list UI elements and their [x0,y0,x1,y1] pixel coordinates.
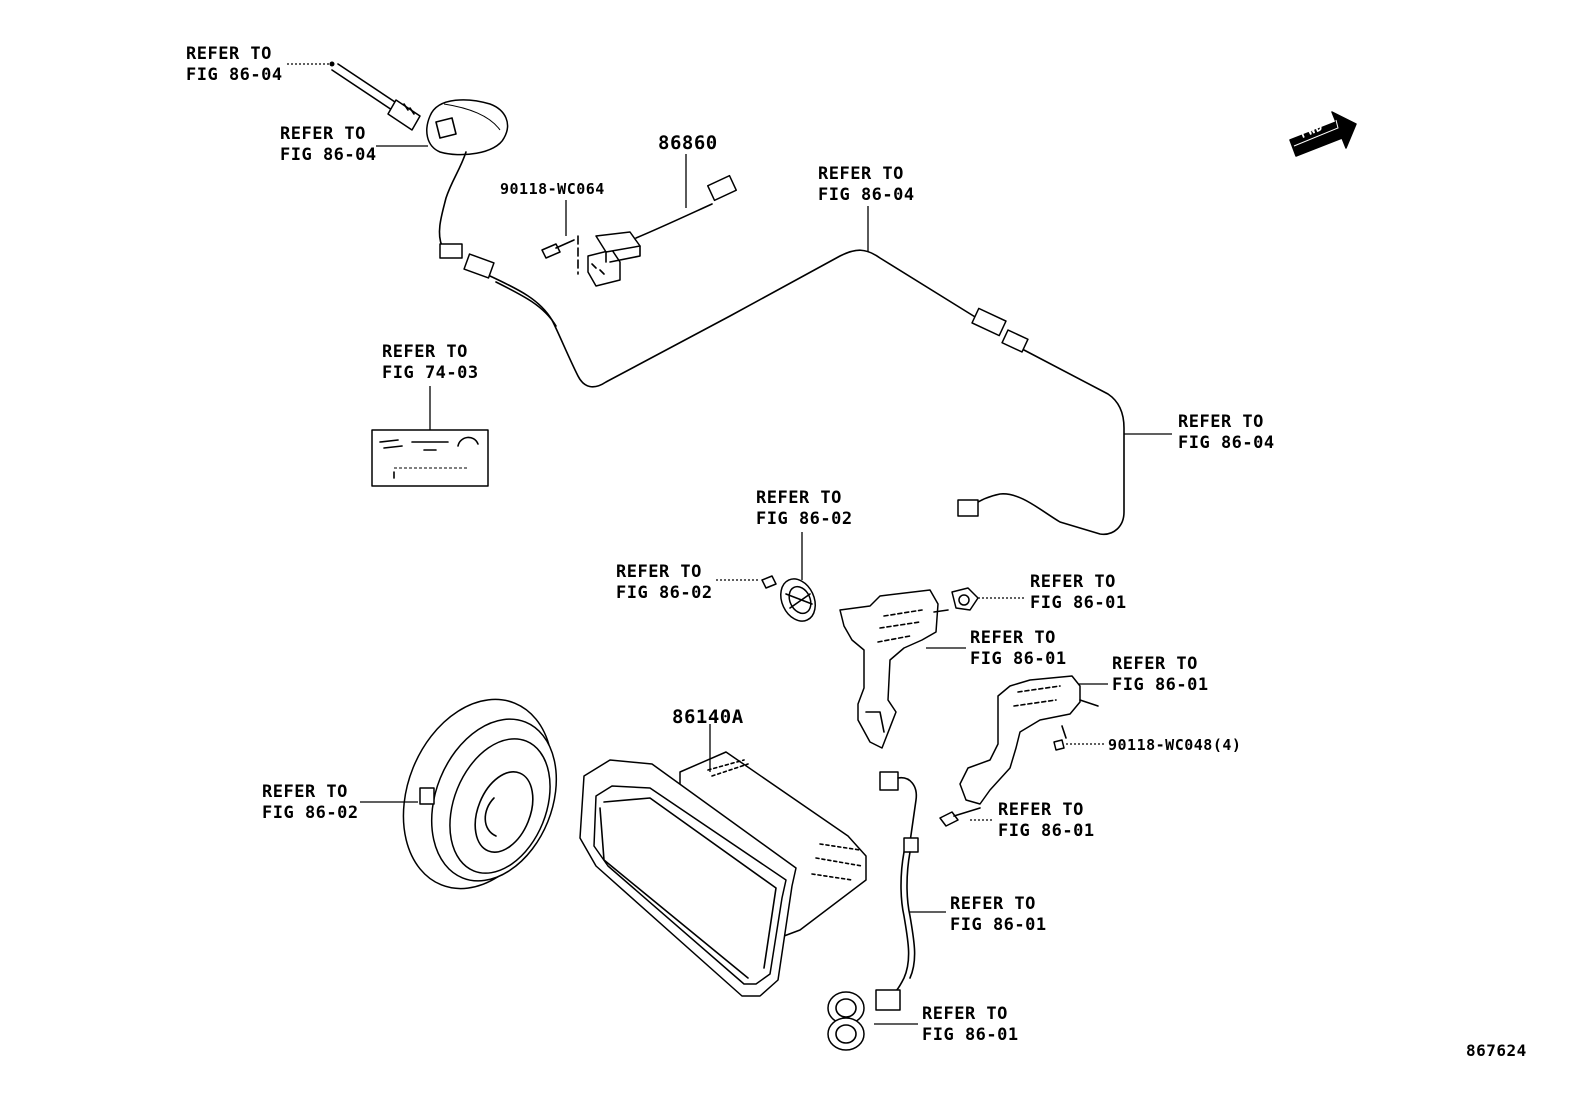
head-unit-icon [579,751,867,997]
callout-usb-harness: REFER TO FIG 86-01 [950,894,1047,936]
callout-bracket-right: REFER TO FIG 86-01 [1112,654,1209,696]
callout-knob-top: REFER TO FIG 86-02 [756,488,853,530]
refer-to-text: REFER TO [186,44,272,64]
callout-antenna-base: REFER TO FIG 86-04 [280,124,377,166]
fig-reference: FIG 86-01 [1030,593,1127,613]
refer-to-text: REFER TO [922,1004,1008,1024]
refer-to-text: REFER TO [616,562,702,582]
illustration-id: 867624 [1466,1041,1527,1060]
callout-label-plate: REFER TO FIG 74-03 [382,342,479,384]
speaker-icon [402,698,558,890]
label-plate-icon [371,429,489,487]
callout-antenna-cable-upper: REFER TO FIG 86-04 [818,164,915,206]
fig-reference: FIG 86-02 [262,803,359,823]
part-number-module-screw: 90118-WC064 [500,180,605,198]
callout-knob-screw: REFER TO FIG 86-02 [616,562,713,604]
bracket-icon [839,589,949,749]
fig-reference: FIG 86-01 [970,649,1067,669]
part-number-module: 86860 [658,132,718,154]
fig-reference: FIG 86-01 [922,1025,1019,1045]
part-number-bracket-screws: 90118-WC048(4) [1108,736,1242,754]
callout-antenna-cable-right: REFER TO FIG 86-04 [1178,412,1275,454]
refer-to-text: REFER TO [970,628,1056,648]
callout-usb-socket: REFER TO FIG 86-01 [922,1004,1019,1046]
bracket-icon [959,675,1099,805]
callout-bracket-left: REFER TO FIG 86-01 [970,628,1067,670]
fig-reference: FIG 74-03 [382,363,479,383]
wire-harness-icon [489,249,1125,536]
fig-reference: FIG 86-01 [1112,675,1209,695]
refer-to-text: REFER TO [262,782,348,802]
refer-to-text: REFER TO [756,488,842,508]
fwd-arrow-icon [1289,111,1357,157]
refer-to-text: REFER TO [1178,412,1264,432]
clip-nut-icon [951,587,979,611]
fig-reference: FIG 86-02 [756,509,853,529]
refer-to-text: REFER TO [818,164,904,184]
fig-reference: FIG 86-01 [998,821,1095,841]
module-86860-icon [541,174,738,287]
fig-reference: FIG 86-04 [186,65,283,85]
callout-clip-nut: REFER TO FIG 86-01 [1030,572,1127,614]
screw-icon [939,807,981,827]
knob-icon [761,575,816,622]
refer-to-text: REFER TO [280,124,366,144]
fig-reference: FIG 86-04 [818,185,915,205]
refer-to-text: REFER TO [382,342,468,362]
wire-harness-icon [875,771,919,1011]
fig-reference: FIG 86-01 [950,915,1047,935]
refer-to-text: REFER TO [950,894,1036,914]
refer-to-text: REFER TO [1030,572,1116,592]
callout-antenna-rod: REFER TO FIG 86-04 [186,44,283,86]
fig-reference: FIG 86-04 [1178,433,1275,453]
refer-to-text: REFER TO [998,800,1084,820]
part-number-head-unit: 86140A [672,706,744,728]
callout-speaker: REFER TO FIG 86-02 [262,782,359,824]
refer-to-text: REFER TO [1112,654,1198,674]
fig-reference: FIG 86-04 [280,145,377,165]
callout-bracket-screw: REFER TO FIG 86-01 [998,800,1095,842]
usb-socket-icon [827,991,865,1051]
antenna-icon [331,63,509,279]
fig-reference: FIG 86-02 [616,583,713,603]
